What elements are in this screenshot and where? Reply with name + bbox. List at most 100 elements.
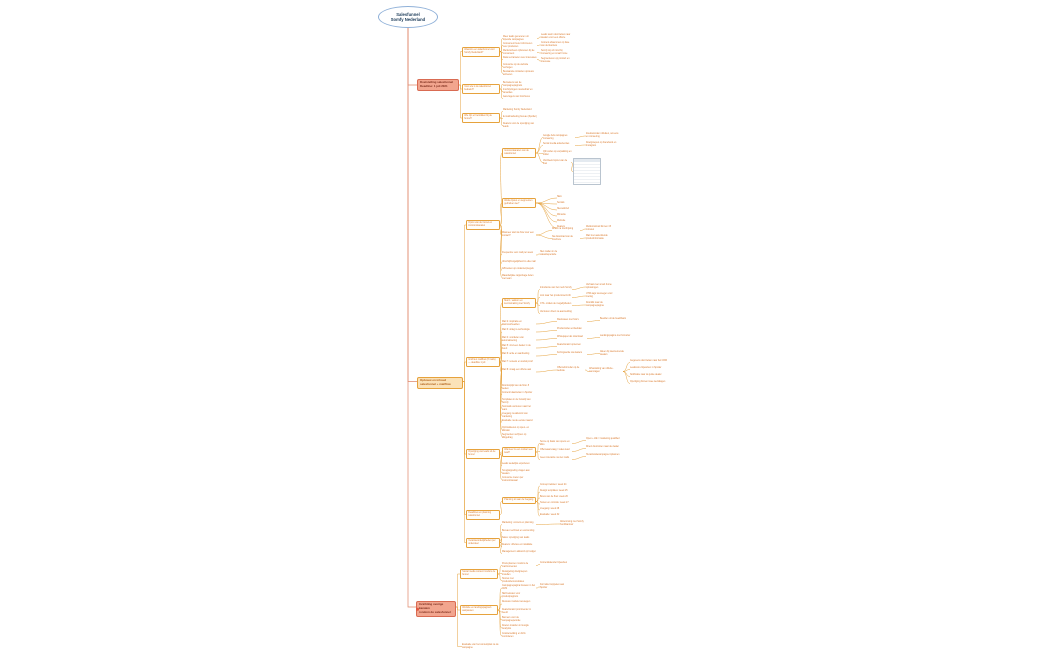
leaf-topic[interactable]: Data verzamelen over interesses [503, 57, 537, 59]
leaf-topic[interactable]: Stories met productdemonstraties [502, 578, 525, 583]
leaf-topic[interactable]: Afhandeling van offerte-aanvragen [589, 368, 614, 373]
leaf-topic[interactable]: Bestaande contacten opnieuw activeren [503, 71, 534, 76]
leaf-topic[interactable]: Voorbeeld opzet van de flow [543, 160, 568, 165]
leaf-topic[interactable]: Mail 2: inspiratie en klantvoorbeelden [502, 321, 522, 326]
leaf-topic[interactable]: E-mailmarketing bureau (Spotler) [503, 116, 537, 118]
leaf-topic[interactable]: Testmails versturen naar het team [502, 406, 531, 411]
leaf-topic[interactable]: Socials [557, 202, 565, 204]
leaf-topic[interactable]: Dealerlocator opnemen [557, 344, 581, 346]
leaf-topic[interactable]: Bureau: techniek en verzending [502, 530, 535, 532]
leaf-topic[interactable]: Opvolging binnen twee werkdagen [630, 381, 666, 383]
leaf-topic[interactable]: Mail 7: reviews en social proof [502, 361, 533, 363]
subtopic-node[interactable]: Verantwoordelijkheden per onderdeel [466, 538, 500, 548]
leaf-topic[interactable]: Posts plannen rondom de mailmomenten [502, 563, 529, 568]
leaf-topic[interactable]: Leads warm doorzetten naar dealers voor … [541, 34, 571, 39]
leaf-topic[interactable]: Maandelijkse rapportage delen met team [502, 275, 534, 280]
leaf-topic[interactable]: Geen interactie na vier mails [540, 457, 570, 459]
leaf-topic[interactable]: Afstemming met Somfy hoofdkantoor [560, 521, 584, 526]
flow-example-image[interactable] [573, 158, 601, 185]
leaf-topic[interactable]: Evaluatie: week 32 [540, 514, 560, 516]
leaf-topic[interactable]: Productvideo embedden [557, 328, 582, 330]
leaf-topic[interactable]: Cookiemelding en AVG controleren [502, 633, 526, 638]
leaf-topic[interactable]: A/B-testen op onderwerpregels [502, 268, 534, 270]
leaf-topic[interactable]: QR-codes op verpakking en folder [543, 151, 572, 156]
leaf-topic[interactable]: Whitepaper als download [557, 336, 583, 338]
leaf-topic[interactable]: Link naar het productoverzicht [540, 295, 571, 297]
leaf-topic[interactable]: Content afstemmen op fase van de klantre… [541, 42, 570, 47]
subtopic-node[interactable]: Instroomkanalen van de salesfunnel [502, 148, 536, 158]
leaf-topic[interactable]: Somfy top of mind bij zonwering en smart… [541, 50, 568, 55]
leaf-topic[interactable]: Heractivatiecampagne inplannen [586, 454, 620, 456]
leaf-topic[interactable]: Campagnepagina bouwen in het CMS [502, 585, 536, 590]
leaf-topic[interactable]: Concept teksten: week 24 [540, 484, 567, 486]
leaf-topic[interactable]: Dealers: offertes en installatie [502, 544, 533, 546]
leaf-topic[interactable]: Doorlooptijd van de flow: 8 weken [502, 385, 530, 390]
leaf-topic[interactable]: Management: akkoord op budget [502, 551, 536, 553]
leaf-topic[interactable]: Retargeting doelgroepen instellen [502, 571, 528, 576]
main-topic[interactable]: Opbouw en inhoud salesfunnel + mailflow [417, 377, 463, 390]
leaf-topic[interactable]: Dealers voor de opvolging van leads [503, 123, 535, 128]
leaf-topic[interactable]: Conversie meten per instroomkanaal [502, 477, 524, 482]
leaf-topic[interactable]: Aanvragers van brochures [503, 96, 530, 98]
leaf-topic[interactable]: Zoekwoorden rolluiken, screens en zonwer… [586, 133, 619, 138]
leaf-topic[interactable]: Wanneer start de flow voor een contact? [502, 232, 534, 237]
subtopic-node[interactable]: Inrichten mailflow (8 mails) — deadline … [466, 357, 500, 367]
leaf-topic[interactable]: Contentkalender bijwerken [540, 562, 568, 564]
leaf-topic[interactable]: Score op basis van opens en kliks [540, 441, 570, 446]
leaf-topic[interactable]: Doelen instellen in Google Analytics [502, 625, 529, 630]
leaf-topic[interactable]: Sales: opvolging van leads [502, 537, 530, 539]
subtopic-node[interactable]: Voor wie is de salesfunnel bedoeld? [462, 84, 500, 94]
main-topic[interactable]: Inrichting overige kanalen rondom de sal… [416, 601, 456, 617]
subtopic-node[interactable]: Opvolging van leads uit de funnel [466, 449, 500, 459]
subtopic-node[interactable]: Waarom een salesfunnel voor Somfy Nederl… [462, 47, 500, 57]
leaf-topic[interactable]: Doelgroepen op Facebook en Instagram [586, 142, 617, 147]
leaf-topic[interactable]: Nieuwsbrief [557, 208, 569, 210]
leaf-topic[interactable]: Mail 4: voordelen van automatisering [502, 337, 524, 342]
leaf-topic[interactable]: Conversie op de website verhogen [503, 64, 529, 69]
leaf-topic[interactable]: Segmenten verfijnen op klikgedrag [502, 434, 527, 439]
leaf-topic[interactable]: Introductie van het merk Somfy [540, 287, 572, 289]
leaf-topic[interactable]: Frequentie: één mail per week [502, 252, 533, 254]
subtopic-node[interactable]: Wanneer is een contact een lead? [502, 447, 536, 457]
leaf-topic[interactable]: Mail 5: vind een dealer in de buurt [502, 345, 531, 350]
leaf-topic[interactable]: Livegang: week 28 [540, 508, 560, 510]
subtopic-node[interactable]: Wie zijn er betrokken bij de funnel? [462, 113, 500, 123]
leaf-topic[interactable]: Dealers [557, 226, 565, 228]
leaf-topic[interactable]: Offerteaanvraag = sales lead [540, 449, 570, 451]
leaf-topic[interactable]: Inschrijvingen nieuwsbrief en winacties [503, 89, 533, 94]
leaf-topic[interactable]: Leads wekelijks exporteren [502, 463, 530, 465]
leaf-topic[interactable]: Na download van de brochure [552, 236, 573, 241]
leaf-topic[interactable]: Content klaarzetten in Spotler [502, 392, 533, 394]
leaf-topic[interactable]: Mail 6: actie en aanbieding [502, 353, 530, 355]
leaf-topic[interactable]: Bouw van de flow: week 26 [540, 496, 568, 498]
subtopic-node[interactable]: Planning tot aan de livegang [502, 497, 536, 504]
leaf-topic[interactable]: Notificatie naar de juiste dealer [630, 374, 662, 376]
leaf-topic[interactable]: Banners voor de campagneperiode [502, 617, 521, 622]
leaf-topic[interactable]: Consument beter informeren over producte… [503, 43, 533, 48]
leaf-topic[interactable]: Direct doorzetten naar de dealer [586, 446, 619, 448]
leaf-topic[interactable]: Landingspagina met formulier [600, 335, 631, 337]
leaf-topic[interactable]: Evaluatie na de eerste maand [502, 420, 533, 422]
leaf-topic[interactable]: Klantcases met foto's [557, 319, 579, 321]
leaf-topic[interactable]: Welkomstmail binnen 15 minuten [586, 226, 611, 231]
main-topic[interactable]: Doelstelling salesfunnel Deadline: 1 jul… [417, 79, 459, 92]
leaf-topic[interactable]: Livegang na akkoord van marketing [502, 413, 528, 418]
leaf-topic[interactable]: Reviews module toevoegen [502, 601, 531, 603]
leaf-topic[interactable]: Uitschrijfmogelijkheid in elke mail [502, 261, 536, 263]
leaf-topic[interactable]: Offerteformulier op de website [557, 367, 580, 372]
leaf-topic[interactable]: Verhaal over smart home oplossingen [586, 284, 612, 289]
leaf-topic[interactable]: Website [557, 220, 566, 222]
leaf-topic[interactable]: Evaluatie van het contentplan na de camp… [462, 644, 499, 649]
leaf-topic[interactable]: Beelden uit de beeldbank [600, 318, 626, 320]
leaf-topic[interactable]: Optimaliseren op open- en klikratio [502, 427, 530, 432]
leaf-topic[interactable]: Leadscore bijwerken in Spotler [630, 367, 662, 369]
leaf-topic[interactable]: SEA [557, 196, 562, 198]
subtopic-node[interactable]: Mail 1: welkom en kennismaking met Somfy [502, 298, 536, 308]
leaf-topic[interactable]: Doorklik naar de campagnepagina [586, 302, 604, 307]
leaf-topic[interactable]: Mail 8: vraag een offerte aan [502, 369, 532, 371]
subtopic-node[interactable]: Social media content rondom de funnel [460, 569, 498, 579]
leaf-topic[interactable]: Social media advertenties [543, 143, 570, 145]
leaf-topic[interactable]: Marketing Somfy Nederland [503, 109, 532, 111]
leaf-topic[interactable]: Terugkoppeling vragen aan dealers [502, 470, 530, 475]
leaf-topic[interactable]: Merkvoorkeur opbouwen bij de consument [503, 50, 535, 55]
